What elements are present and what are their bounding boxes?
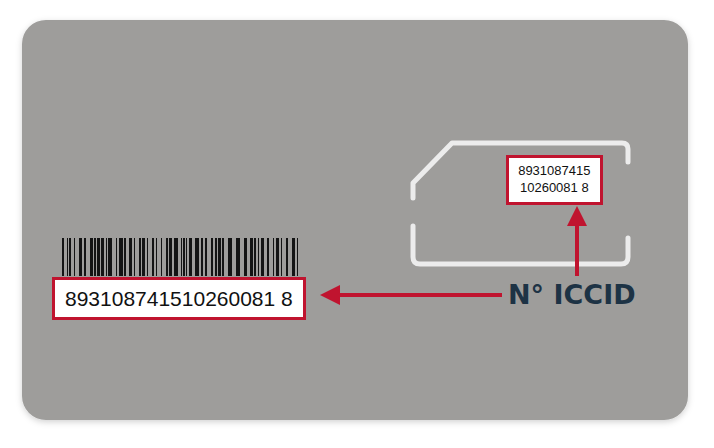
barcode-bar: [218, 238, 221, 276]
barcode-bar: [90, 238, 93, 276]
barcode-bar: [134, 238, 135, 276]
barcode-bar: [292, 238, 295, 276]
barcode-bar: [166, 238, 168, 276]
barcode-bar: [215, 238, 217, 276]
iccid-number: 893108741510260081 8: [65, 286, 293, 311]
barcode-bar: [201, 238, 203, 276]
barcode-bar: [139, 238, 141, 276]
barcode-bar: [79, 238, 82, 276]
barcode-bar: [267, 238, 269, 276]
barcode-bar: [161, 238, 162, 276]
barcode-bar: [281, 238, 282, 276]
barcode-bar: [286, 238, 288, 276]
barcode-bar: [147, 238, 148, 276]
iccid-barcode-box: 893108741510260081 8: [52, 277, 306, 320]
barcode-bar: [156, 238, 157, 276]
barcode-bar: [186, 238, 187, 276]
barcode-bar: [101, 238, 104, 276]
barcode-bar: [276, 238, 279, 276]
barcode-bar: [97, 238, 100, 276]
barcode-bar: [67, 238, 68, 276]
barcode-bar: [189, 238, 192, 276]
barcode-bar: [169, 238, 172, 276]
barcode-bar: [261, 238, 264, 276]
iccid-chip-box: 8931087415 10260081 8: [506, 155, 603, 205]
barcode-bar: [142, 238, 145, 276]
barcode-bar: [258, 238, 259, 276]
barcode-bar: [205, 238, 207, 276]
barcode-bar: [228, 238, 232, 276]
barcode-bar: [181, 238, 182, 276]
barcode-bar: [195, 238, 199, 276]
barcode-bar: [74, 238, 75, 276]
barcode-bar: [84, 238, 86, 276]
barcode-bar: [62, 238, 64, 276]
barcode-bar: [116, 238, 117, 276]
chip-outline: [413, 143, 628, 264]
barcode-bar: [124, 238, 126, 276]
barcode-bar: [297, 238, 298, 276]
barcode-bar: [174, 238, 178, 276]
iccid-number: 8931087415 10260081 8: [516, 163, 593, 197]
barcode-bar: [236, 238, 240, 276]
barcode-bar: [222, 238, 224, 276]
barcode-bar: [250, 238, 253, 276]
barcode-bar: [183, 238, 185, 276]
barcode: [62, 238, 298, 276]
barcode-bar: [152, 238, 154, 276]
barcode-bar: [106, 238, 107, 276]
barcode-bar: [211, 238, 213, 276]
barcode-bar: [244, 238, 247, 276]
barcode-bar: [129, 238, 132, 276]
card-body: [22, 20, 688, 420]
barcode-bar: [119, 238, 123, 276]
barcode-bar: [69, 238, 71, 276]
barcode-bar: [94, 238, 96, 276]
barcode-bar: [108, 238, 112, 276]
iccid-label: N° ICCID: [508, 279, 636, 310]
barcode-bar: [254, 238, 256, 276]
barcode-bar: [273, 238, 274, 276]
